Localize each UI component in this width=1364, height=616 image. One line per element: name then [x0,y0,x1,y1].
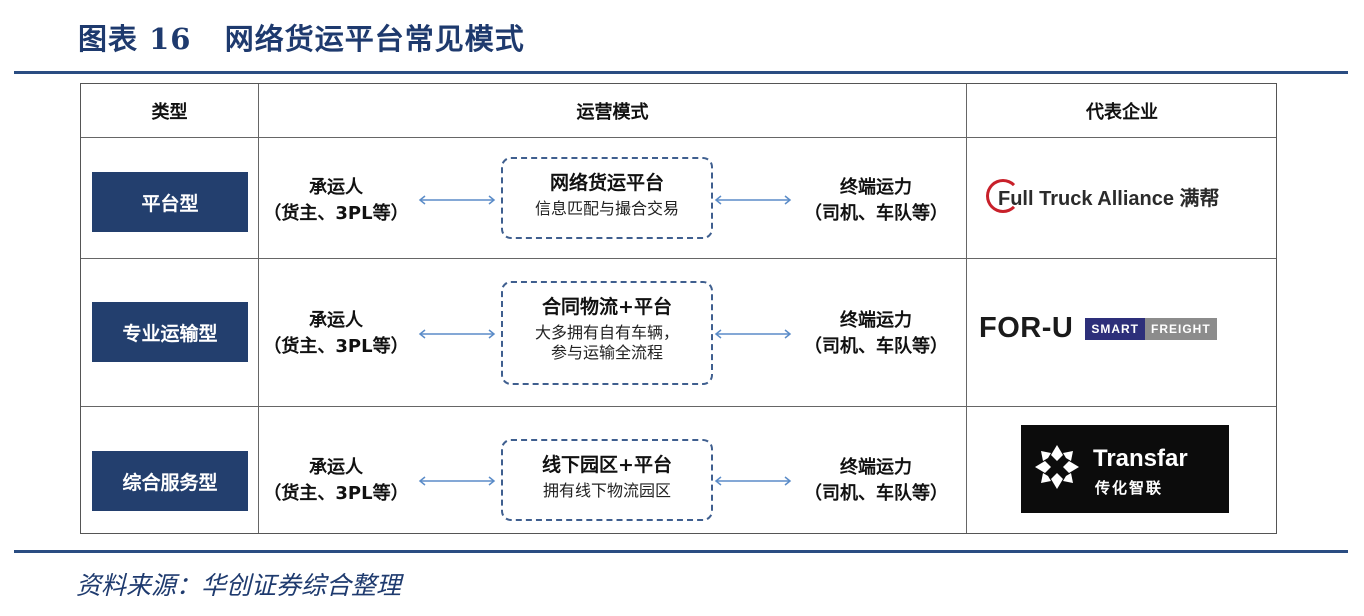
carrier-label: 承运人 [309,177,363,198]
carrier-party: 承运人 （货主、3PL等） [261,455,411,507]
mode-title: 合同物流+平台 [542,296,672,318]
transfar-cn-name: 传化智联 [1095,479,1164,497]
full-truck-alliance-logo: Full Truck Alliance 满帮 [986,174,1220,218]
figure-title: 图表 16 网络货运平台常见模式 [78,22,525,56]
for-u-logo: FOR-U SMART FREIGHT [979,312,1217,345]
mode-title: 线下园区+平台 [542,454,672,476]
mode-box: 线下园区+平台 拥有线下物流园区 [501,439,713,521]
capacity-detail: （司机、车队等） [804,483,948,504]
mode-desc-line-1: 大多拥有自有车辆， [534,323,679,342]
modes-table: 类型 运营模式 代表企业 平台型 承运人 （货主、3PL等） 网络货运平台 信息… [80,83,1277,534]
for-u-tag-smart: SMART [1085,317,1145,340]
type-badge: 综合服务型 [92,451,248,511]
capacity-detail: （司机、车队等） [804,203,948,224]
fta-ring-icon [986,179,1020,213]
capacity-label: 终端运力 [840,310,912,331]
carrier-label: 承运人 [309,310,363,331]
row-divider [81,406,1276,407]
capacity-party: 终端运力 （司机、车队等） [791,308,961,360]
double-arrow [714,195,792,205]
type-badge: 专业运输型 [92,302,248,362]
double-arrow [418,195,496,205]
header-mode: 运营模式 [576,102,649,123]
source-note: 资料来源：华创证券综合整理 [76,571,402,600]
for-u-wordmark: FOR-U [979,312,1074,344]
double-arrow [714,476,792,486]
capacity-party: 终端运力 （司机、车队等） [791,175,961,227]
double-arrow [418,329,496,339]
capacity-label: 终端运力 [840,177,912,198]
mode-desc: 信息匹配与撮合交易 [534,199,679,218]
carrier-detail: （货主、3PL等） [263,336,409,357]
top-divider [14,71,1348,74]
transfar-logo: Transfar 传化智联 [1021,425,1229,513]
double-arrow [714,329,792,339]
carrier-detail: （货主、3PL等） [263,483,409,504]
mode-box: 合同物流+平台 大多拥有自有车辆， 参与运输全流程 [501,281,713,385]
carrier-party: 承运人 （货主、3PL等） [261,175,411,227]
double-arrow [418,476,496,486]
mode-title: 网络货运平台 [549,172,664,194]
mode-desc-line-2: 参与运输全流程 [550,343,663,362]
row-divider [81,137,1276,138]
transfar-wordmark: Transfar [1093,445,1188,472]
carrier-label: 承运人 [309,457,363,478]
type-badge: 平台型 [92,172,248,232]
mode-desc: 拥有线下物流园区 [542,481,671,500]
row-divider [81,258,1276,259]
column-divider [258,84,259,533]
for-u-tag-freight: FREIGHT [1145,317,1217,340]
carrier-detail: （货主、3PL等） [263,203,409,224]
column-divider [966,84,967,533]
carrier-party: 承运人 （货主、3PL等） [261,308,411,360]
capacity-detail: （司机、车队等） [804,336,948,357]
header-company: 代表企业 [1086,102,1158,123]
mode-box: 网络货运平台 信息匹配与撮合交易 [501,157,713,239]
transfar-pinwheel-icon [1035,445,1079,489]
bottom-divider [14,550,1348,553]
capacity-party: 终端运力 （司机、车队等） [791,455,961,507]
header-type: 类型 [151,102,188,123]
capacity-label: 终端运力 [840,457,912,478]
